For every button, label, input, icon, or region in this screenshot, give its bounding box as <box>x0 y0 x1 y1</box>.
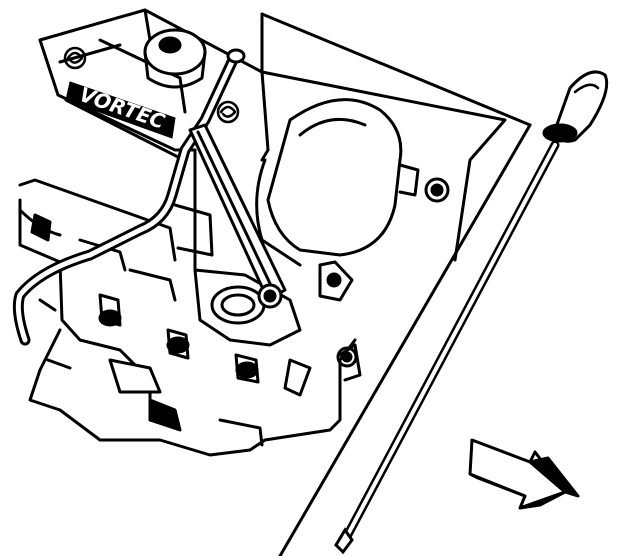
inset-frame <box>260 12 532 556</box>
intake-plenum <box>255 70 507 302</box>
valve-cover-screw-left <box>63 46 87 70</box>
exhaust-manifold-flange <box>193 268 302 347</box>
engine-block <box>18 148 362 457</box>
dipstick-tube <box>12 48 246 346</box>
exhaust-manifold-stud-1 <box>98 293 122 327</box>
oil-filler-cap <box>143 28 207 89</box>
tube-bracket <box>188 123 287 302</box>
dipstick-tip <box>334 527 354 555</box>
direction-arrow <box>468 438 580 510</box>
exhaust-manifold-stud-2 <box>166 328 190 360</box>
dipstick-seal <box>542 123 578 143</box>
tube-bracket-bolt <box>257 283 283 309</box>
dipstick <box>334 70 609 555</box>
valve-cover-screw-right <box>216 100 240 124</box>
exhaust-manifold-stud-3 <box>234 353 260 384</box>
